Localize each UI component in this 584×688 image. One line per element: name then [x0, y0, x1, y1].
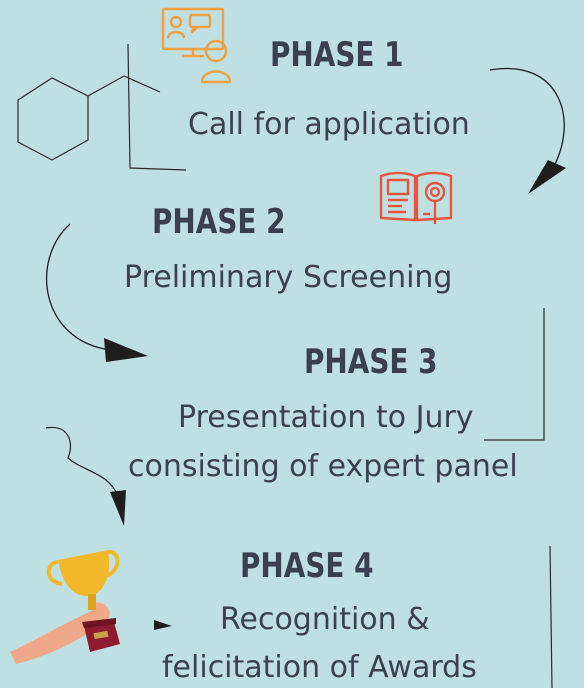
arrow-right-curve [489, 67, 565, 171]
phase-1-title: PHASE 1 [270, 35, 404, 75]
phase-4-title: PHASE 4 [240, 546, 374, 586]
bracket-line-3 [484, 308, 545, 441]
phase-2-description: Preliminary Screening [124, 260, 453, 295]
bracket-line-4 [549, 545, 553, 688]
bracket-line-1 [127, 43, 187, 171]
arrow-head-3 [110, 490, 126, 526]
phase-3-description-line1: Presentation to Jury [178, 400, 474, 435]
book-magnifier-icon [379, 171, 453, 224]
online-meeting-icon [161, 7, 232, 84]
phase-3-description-line2: consisting of expert panel [128, 449, 518, 484]
phase-1-description: Call for application [188, 107, 470, 142]
arrow-head-1 [528, 160, 566, 194]
arrow-left-curve [45, 223, 111, 351]
arrow-head-4 [154, 620, 172, 630]
arrow-head-2 [104, 338, 148, 362]
hexagon-sketch [17, 75, 161, 161]
phase-4-description-line1: Recognition & [220, 602, 430, 637]
phase-2-title: PHASE 2 [152, 202, 286, 242]
arrow-squiggle [45, 426, 119, 497]
phase-3-title: PHASE 3 [304, 342, 438, 382]
phase-4-description-line2: felicitation of Awards [162, 650, 477, 685]
trophy-hand-icon [10, 549, 120, 664]
